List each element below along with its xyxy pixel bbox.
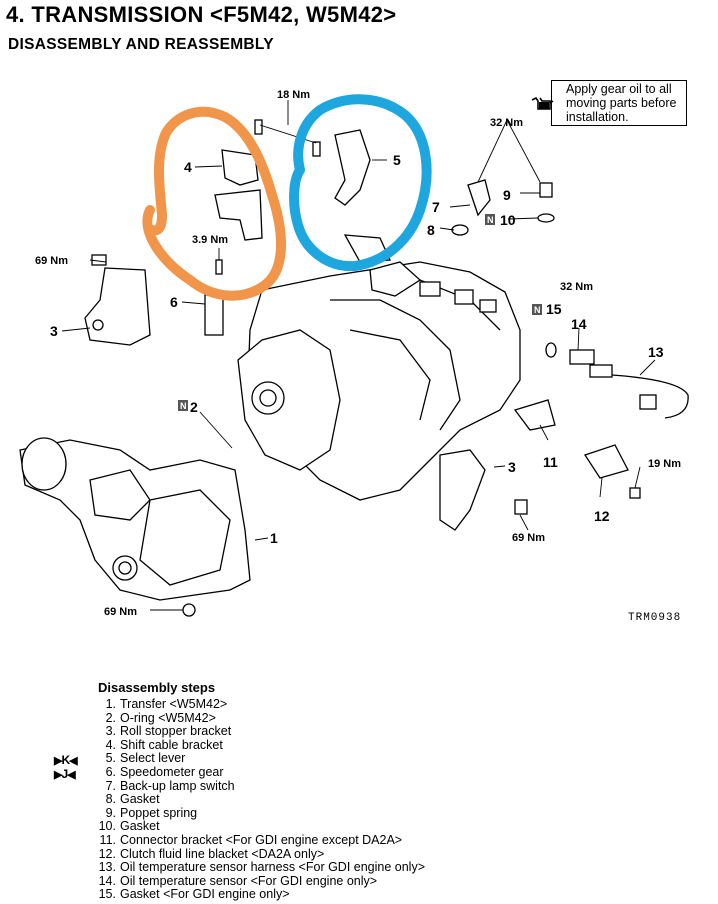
step-item: 15.Gasket <For GDI engine only>	[98, 887, 290, 902]
step-item: 14.Oil temperature sensor <For GDI engin…	[98, 873, 378, 888]
service-marker-k: ▶K◀	[54, 753, 78, 767]
exploded-view-diagram: 1 2 3 4 5 6 7 8 9 10 11 12 13 14 15 3 N …	[19, 89, 689, 618]
torque-label: 69 Nm	[512, 532, 545, 544]
n-mark-text: N	[534, 305, 541, 315]
note-box: Apply gear oil to all moving parts befor…	[551, 80, 687, 126]
part-label: 14	[571, 316, 587, 332]
part-label: 6	[170, 294, 178, 310]
part-label: 13	[648, 344, 664, 360]
step-item: 9.Poppet spring	[105, 805, 198, 820]
step-item: 5.Select lever	[105, 751, 186, 766]
step-item: 13.Oil temperature sensor harness <For G…	[98, 860, 426, 875]
torque-label: 3.9 Nm	[192, 234, 228, 246]
torque-label: 69 Nm	[104, 606, 137, 618]
step-item: 6.Speedometer gear	[105, 764, 224, 779]
step-item: 12.Clutch fluid line blacket <DA2A only>	[98, 846, 325, 861]
part-label: 9	[503, 187, 511, 203]
torque-label: 18 Nm	[277, 89, 310, 101]
n-mark-icon	[485, 214, 495, 225]
step-item: 1.Transfer <W5M42>	[105, 697, 228, 711]
steps-title: Disassembly steps	[98, 680, 216, 695]
brackets	[84, 267, 689, 531]
note-line: Apply gear oil to all	[566, 82, 672, 96]
n-mark-icon	[178, 400, 188, 411]
step-item: 8.Gasket	[105, 792, 160, 807]
part-label: 1	[270, 530, 278, 546]
page-subtitle: DISASSEMBLY AND REASSEMBLY	[8, 36, 274, 53]
step-item: 11.Connector bracket <For GDI engine exc…	[99, 832, 403, 847]
note-line: installation.	[566, 110, 629, 124]
n-mark-text: N	[180, 401, 187, 411]
part-label: 15	[546, 301, 562, 317]
figure-code: TRM0938	[628, 612, 682, 624]
orange-annotation-circle	[142, 106, 287, 301]
transmission-case	[237, 261, 521, 501]
part-label: 5	[393, 152, 401, 168]
blue-annotation-circle	[289, 94, 432, 272]
part-label: 3	[50, 323, 58, 339]
disassembly-steps-list: 1.Transfer <W5M42> 2.O-ring <W5M42> 3.Ro…	[92, 697, 426, 902]
step-item: 10.Gasket	[98, 819, 160, 834]
part-label: 3	[508, 459, 516, 475]
n-marks: N N N	[178, 214, 542, 411]
page-title: 4. TRANSMISSION <F5M42, W5M42>	[6, 2, 397, 27]
n-mark-text: N	[487, 215, 494, 225]
torque-label: 19 Nm	[648, 458, 681, 470]
part-label: 8	[427, 222, 435, 238]
transfer-case	[19, 437, 251, 617]
torque-label: 69 Nm	[35, 255, 68, 267]
note-line: moving parts before	[566, 96, 677, 110]
torque-label: 32 Nm	[560, 281, 593, 293]
leader-lines	[61, 100, 656, 611]
torque-label: 32 Nm	[490, 117, 523, 129]
part-label: 11	[543, 454, 558, 470]
step-item: 2.O-ring <W5M42>	[105, 710, 216, 725]
part-label: 10	[500, 212, 516, 228]
part-label: 4	[184, 159, 192, 175]
part-label: 12	[594, 508, 610, 524]
step-item: 7.Back-up lamp switch	[105, 778, 235, 793]
part-label: 2	[190, 399, 198, 415]
service-marker-j: ▶J◀	[54, 767, 76, 781]
step-item: 3.Roll stopper bracket	[105, 724, 232, 739]
n-mark-icon	[532, 304, 542, 315]
step-item: 4.Shift cable bracket	[105, 737, 223, 752]
part-label: 7	[432, 199, 440, 215]
